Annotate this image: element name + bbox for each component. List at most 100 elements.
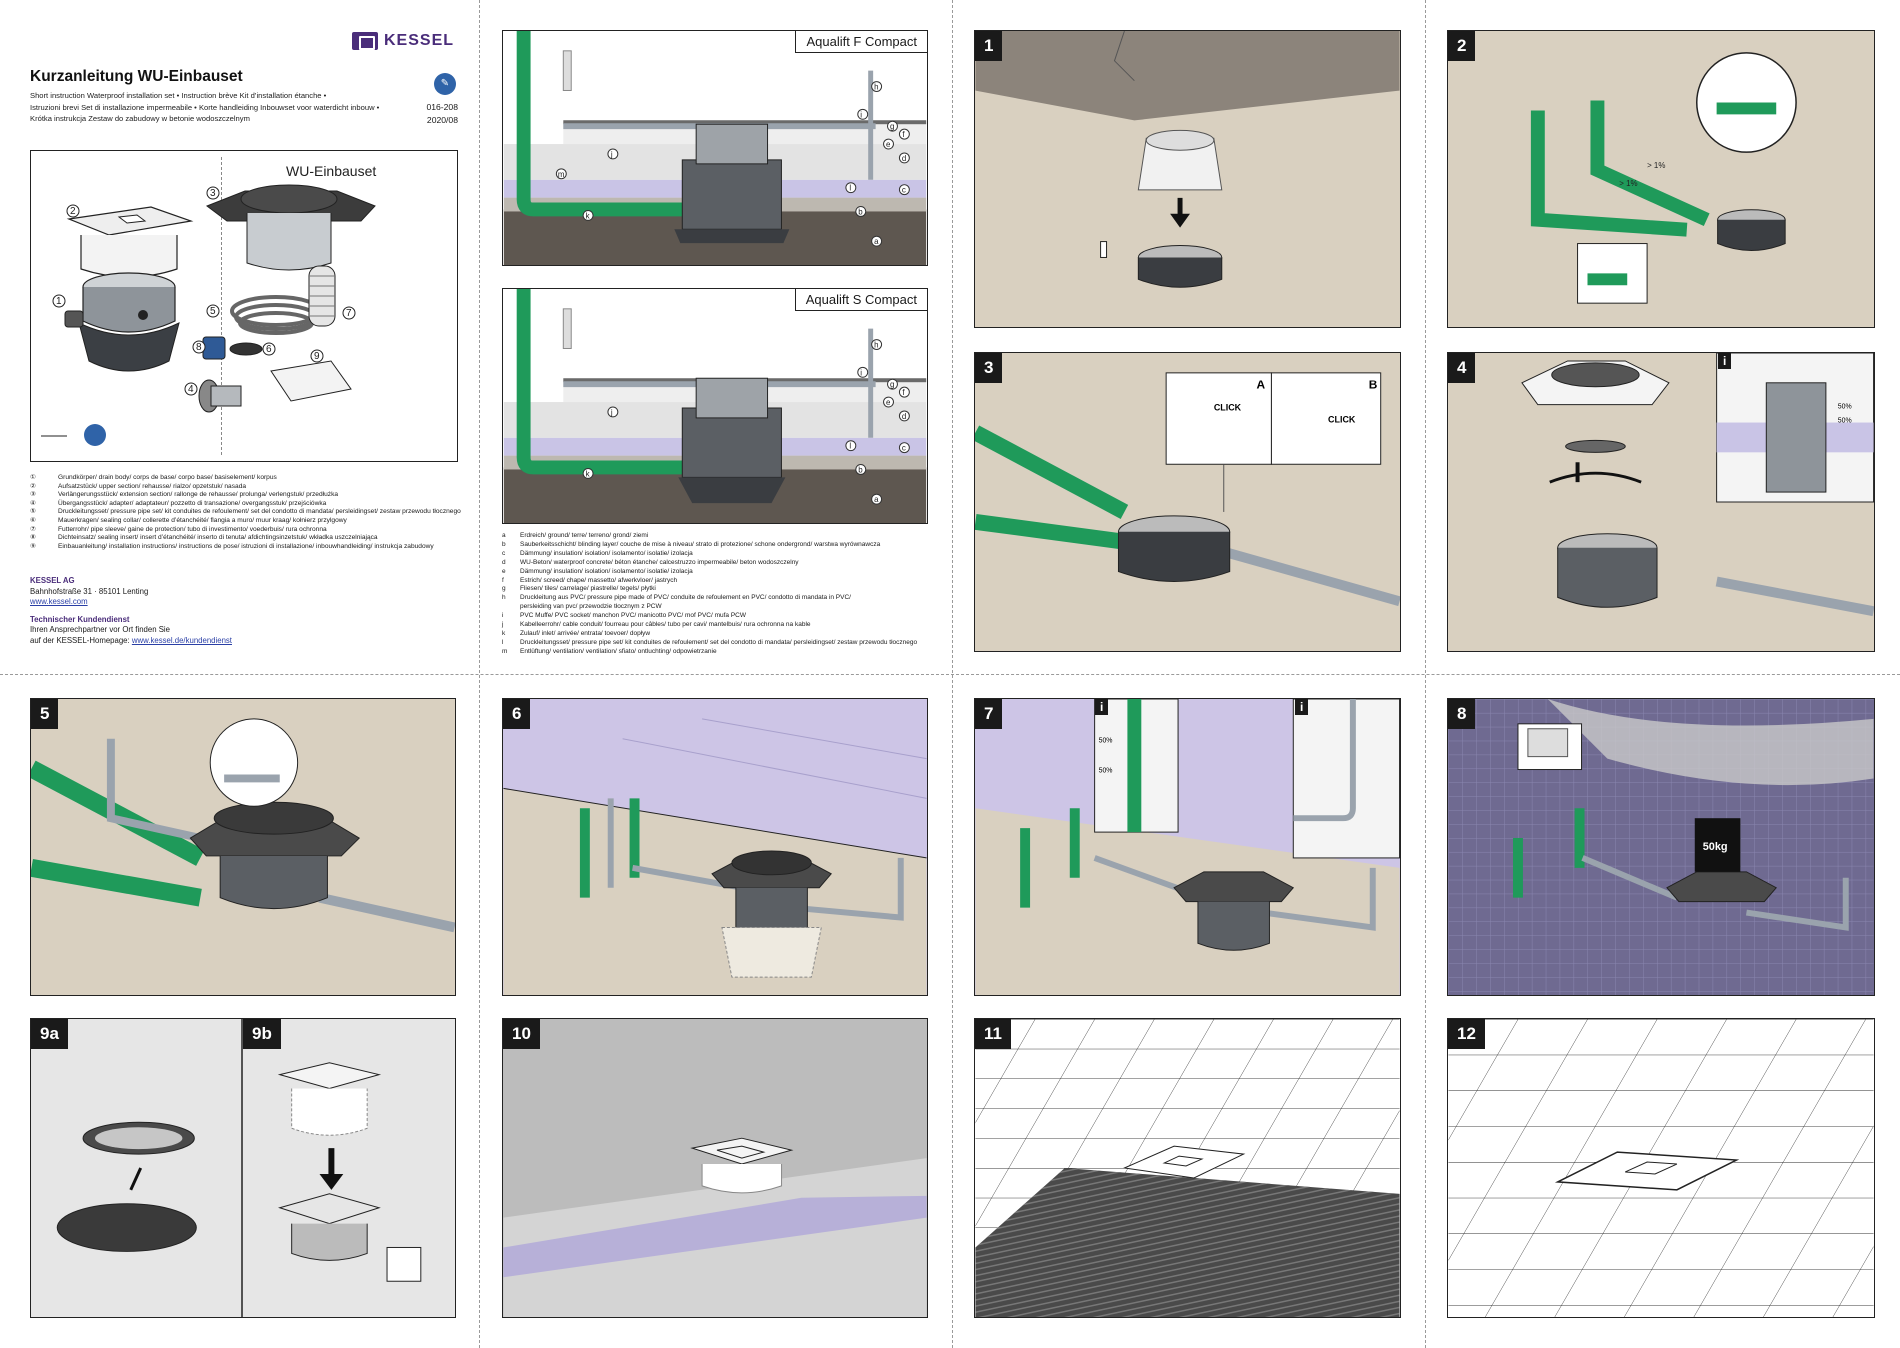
step-9-panel: 9a 9b <box>30 1018 456 1318</box>
section-diagram-f: Aqualift F Compact h i g f e j m d l c k… <box>502 30 928 266</box>
step-4-illustration: 50% 50% <box>1521 353 1874 617</box>
step-number: 9b <box>243 1019 281 1049</box>
step-1-illustration <box>975 31 1400 288</box>
service-line: auf der KESSEL-Homepage: <box>30 635 132 645</box>
info-icon: i <box>1095 699 1109 715</box>
legend-text: Übergangsstück/ adapter/ adaptateur/ poz… <box>58 499 327 507</box>
click-label: CLICK <box>1328 415 1356 425</box>
legend-row: ⑧ Dichteinsatz/ sealing insert/ insert d’… <box>30 534 470 543</box>
step-6-illustration <box>503 718 927 995</box>
step-6-panel: 6 <box>502 698 928 996</box>
legend-text: Futterrohr/ pipe sleeve/ gaine de protec… <box>58 525 327 533</box>
legend-text: Druckleitung aus PVC/ pressure pipe made… <box>520 594 851 602</box>
section-title: Aqualift F Compact <box>795 31 927 53</box>
legend-text: Dämmung/ insulation/ isolation/ isolamen… <box>520 549 693 557</box>
legend-letter: h <box>502 594 506 602</box>
legend-number: ⑤ <box>30 508 36 516</box>
legend-text: Einbauanleitung/ installation instructio… <box>58 542 434 550</box>
legend-text: Erdreich/ ground/ terre/ terreno/ grond/… <box>520 532 649 539</box>
sealing-collar-drawing <box>229 342 263 356</box>
legend-number: ⑥ <box>30 516 36 524</box>
legend-text: Grundkörper/ drain body/ corps de base/ … <box>58 474 277 481</box>
legend-text: Fliesen/ tiles/ carrelage/ piastrelle/ t… <box>520 585 656 593</box>
legend-number: ⑨ <box>30 542 36 550</box>
step-number: 3 <box>975 353 1003 383</box>
service-link[interactable]: www.kessel.de/kundendienst <box>131 635 232 645</box>
legend-letter: l <box>502 638 504 646</box>
step-4-panel: 4 i 50% 50% <box>1447 352 1875 652</box>
legend-letter: i <box>502 612 504 620</box>
legend-row: persleiding van pvc/ przewodzie tłocznym… <box>502 603 942 612</box>
step-9-illustration <box>56 1019 422 1317</box>
company-name: KESSEL AG <box>30 576 75 585</box>
company-address: Bahnhofstraße 31 · 85101 Lenting <box>30 586 149 596</box>
step-10-panel: 10 <box>502 1018 928 1318</box>
svg-text:5: 5 <box>210 306 216 317</box>
legend-number: ⑧ <box>30 534 36 542</box>
legend-text: Kabelleerrohr/ cable conduit/ fourreau p… <box>520 621 811 629</box>
kessel-logo-text: KESSEL <box>384 32 455 49</box>
tool-icon <box>41 424 106 446</box>
legend-row: ⑦ Futterrohr/ pipe sleeve/ gaine de prote… <box>30 526 470 535</box>
kessel-logo: KESSEL <box>352 32 454 50</box>
sealing-insert-drawing <box>202 336 226 360</box>
callout-b: B <box>1369 378 1378 392</box>
page-title: Kurzanleitung WU-Einbauset <box>30 68 243 85</box>
subtitle-line: Istruzioni brevi Set di installazione im… <box>30 102 380 112</box>
legend-row: h Druckleitung aus PVC/ pressure pipe mad… <box>502 594 942 603</box>
click-label: CLICK <box>1214 403 1242 413</box>
step-number: 6 <box>503 699 531 729</box>
extension-section-drawing <box>205 184 376 271</box>
info-icon: i <box>1718 353 1732 369</box>
step-7-panel: 7 i i 50% 50% <box>974 698 1401 996</box>
svg-text:7: 7 <box>346 308 352 319</box>
step-3-panel: 3 A B CLICK CLICK <box>974 352 1401 652</box>
document-number: 016-208 2020/08 <box>426 101 458 126</box>
step-number: 12 <box>1448 1019 1485 1049</box>
step-12-illustration <box>1448 1019 1874 1317</box>
document-date: 2020/08 <box>426 114 458 125</box>
svg-text:9: 9 <box>314 351 320 362</box>
section-diagram-s: Aqualift S Compact h i g f e j d l c k b… <box>502 288 928 524</box>
step-3-illustration: A B CLICK CLICK <box>975 372 1400 607</box>
company-website-link[interactable]: www.kessel.com <box>30 597 88 606</box>
legend-number: ⑦ <box>30 525 36 533</box>
service-line: Ihren Ansprechpartner vor Ort finden Sie <box>30 625 170 634</box>
pipe-sleeve-drawing <box>308 265 336 327</box>
percent-label: 50% <box>1099 738 1113 745</box>
legend-letter: f <box>502 576 504 584</box>
legend-text: Aufsatzstück/ upper section/ rehausse/ r… <box>58 482 247 490</box>
parts-illustration: 2 1 3 5 7 8 6 9 4 <box>41 184 376 446</box>
svg-text:8: 8 <box>196 342 202 353</box>
step-11-panel: 11 <box>974 1018 1401 1318</box>
step-5-illustration <box>31 718 455 933</box>
percent-label: 50% <box>1838 404 1852 411</box>
legend-letter: e <box>502 567 506 575</box>
step-number: 1 <box>975 31 1003 61</box>
document-number-value: 016-208 <box>426 102 458 112</box>
legend-text: Mauerkragen/ sealing collar/ collerette … <box>58 516 347 524</box>
kessel-logo-mark <box>352 32 378 50</box>
legend-text: Druckleitungsset/ pressure pipe set/ kit… <box>520 638 918 646</box>
legend-row: l Druckleitungsset/ pressure pipe set/ ki… <box>502 639 942 648</box>
legend-text: Dichteinsatz/ sealing insert/ insert d’é… <box>58 534 378 542</box>
step-8-illustration: 50kg <box>1448 699 1874 995</box>
step-2-illustration: > 1% > 1% <box>1530 52 1797 304</box>
svg-text:6: 6 <box>266 344 272 355</box>
percent-label: 50% <box>1838 418 1852 425</box>
svg-text:2: 2 <box>70 206 76 217</box>
percent-label: 50% <box>1099 768 1113 775</box>
info-icon: i <box>1295 699 1309 715</box>
section-title: Aqualift S Compact <box>794 289 927 311</box>
legend-text: Dämmung/ insulation/ isolation/ isolamen… <box>520 567 693 575</box>
legend-number: ③ <box>30 491 36 499</box>
drain-body-drawing <box>64 272 180 372</box>
